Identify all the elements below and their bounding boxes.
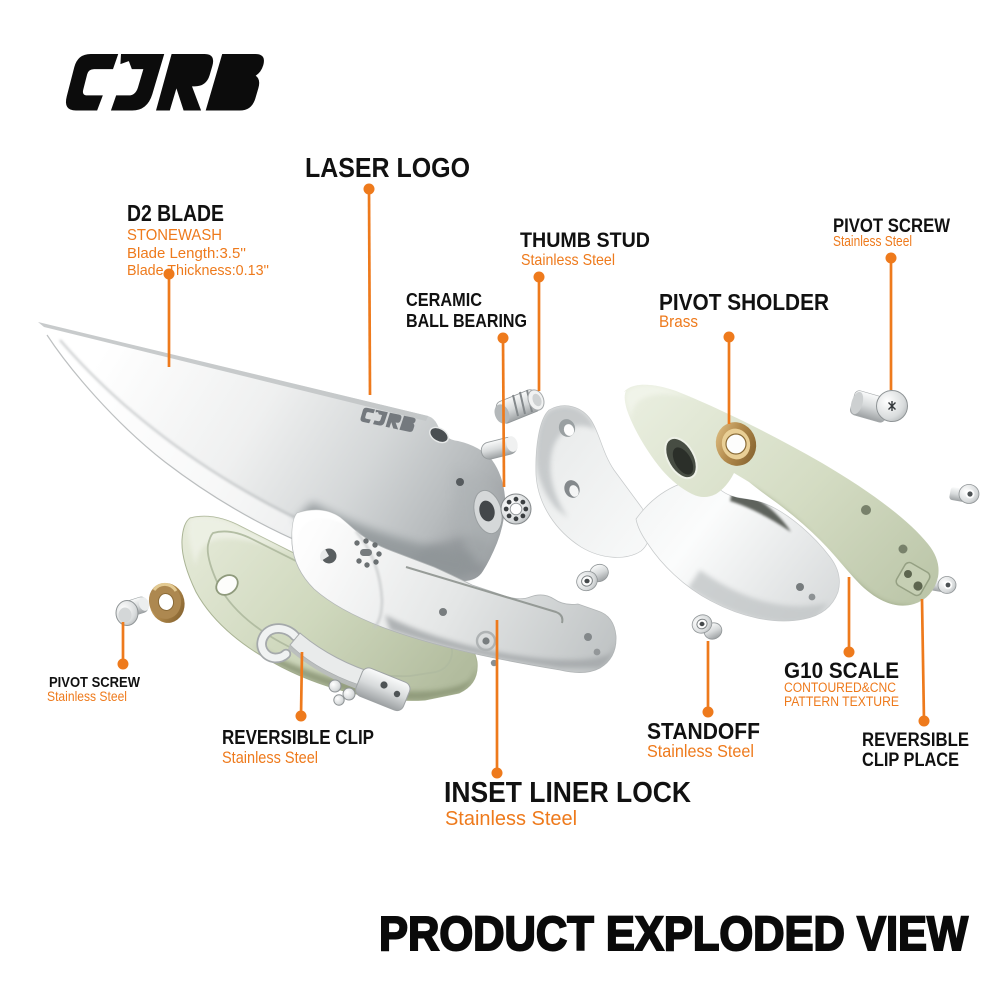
svg-text:Stainless Steel: Stainless Steel [833,234,912,250]
svg-text:REVERSIBLE CLIP: REVERSIBLE CLIP [222,726,374,749]
svg-text:STANDOFF: STANDOFF [647,718,760,744]
svg-text:CONTOURED&CNC: CONTOURED&CNC [784,680,896,695]
svg-text:Stainless Steel: Stainless Steel [445,808,577,830]
svg-text:Stainless Steel: Stainless Steel [521,252,615,269]
svg-text:D2 BLADE: D2 BLADE [127,200,224,226]
svg-text:STONEWASH: STONEWASH [127,227,222,244]
svg-text:Stainless Steel: Stainless Steel [222,748,318,767]
svg-text:Blade Thickness:0.13'': Blade Thickness:0.13'' [127,263,269,279]
svg-text:Stainless Steel: Stainless Steel [47,688,127,704]
svg-text:INSET LINER LOCK: INSET LINER LOCK [444,777,691,809]
svg-text:Stainless Steel: Stainless Steel [647,741,754,761]
svg-text:BALL BEARING: BALL BEARING [406,311,527,331]
svg-text:PIVOT SCREW: PIVOT SCREW [49,674,141,691]
svg-text:PRODUCT EXPLODED VIEW: PRODUCT EXPLODED VIEW [379,908,969,961]
svg-text:Brass: Brass [659,312,698,331]
svg-text:CERAMIC: CERAMIC [406,290,482,310]
svg-text:REVERSIBLE: REVERSIBLE [862,730,969,751]
svg-text:PIVOT SHOLDER: PIVOT SHOLDER [659,289,829,315]
svg-text:G10 SCALE: G10 SCALE [784,658,899,683]
svg-text:Blade Length:3.5'': Blade Length:3.5'' [127,246,246,262]
svg-text:LASER LOGO: LASER LOGO [305,152,470,183]
svg-text:CLIP PLACE: CLIP PLACE [862,750,959,771]
svg-text:PIVOT SCREW: PIVOT SCREW [833,216,950,237]
svg-text:PATTERN TEXTURE: PATTERN TEXTURE [784,694,899,709]
svg-text:THUMB STUD: THUMB STUD [520,229,650,252]
